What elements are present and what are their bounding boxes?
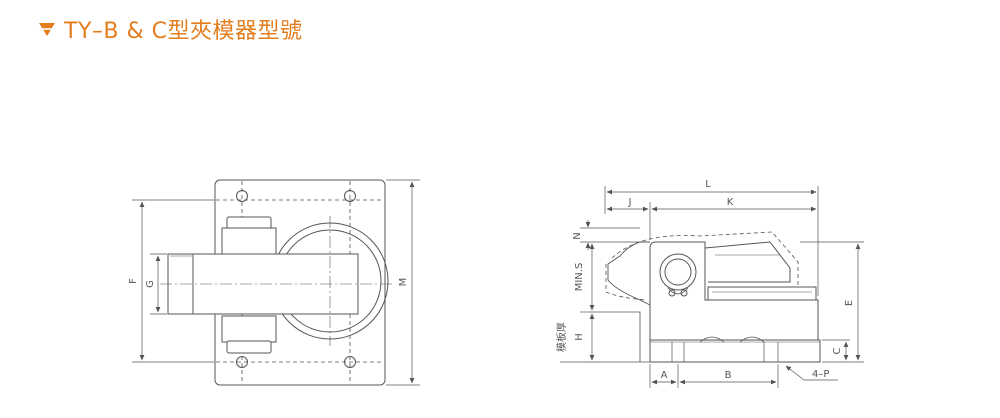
pivot-pin — [659, 253, 697, 291]
dim-label-g: G — [145, 280, 156, 288]
dim-label-j: J — [628, 197, 632, 208]
dim-label-m: M — [398, 278, 409, 287]
page-title: TY–B & C型夾模器型號 — [64, 19, 303, 44]
top-view — [132, 179, 420, 386]
mold-plate — [590, 311, 641, 362]
dim-label-4p: 4–P — [812, 369, 829, 380]
side-view — [560, 186, 864, 388]
clamp-base — [649, 339, 821, 363]
dim-label-a: A — [661, 370, 668, 381]
dim-label-min-s: MIN.S — [574, 263, 585, 292]
dim-label-n: N — [572, 232, 583, 239]
mounting-holes — [236, 190, 356, 368]
dim-label-f: F — [128, 278, 139, 284]
dim-label-mold-thickness: 模板厚 — [555, 322, 568, 352]
dim-label-l: L — [705, 179, 711, 190]
dim-label-h: H — [574, 333, 585, 341]
dim-label-k: K — [727, 197, 734, 208]
triangle-down-icon — [39, 23, 55, 36]
dim-label-b: B — [725, 370, 732, 381]
dim-label-c: C — [832, 347, 843, 354]
section-header: TY–B & C型夾模器型號 — [38, 12, 302, 46]
clamp-lever — [704, 241, 791, 283]
dim-label-e: E — [844, 300, 855, 306]
